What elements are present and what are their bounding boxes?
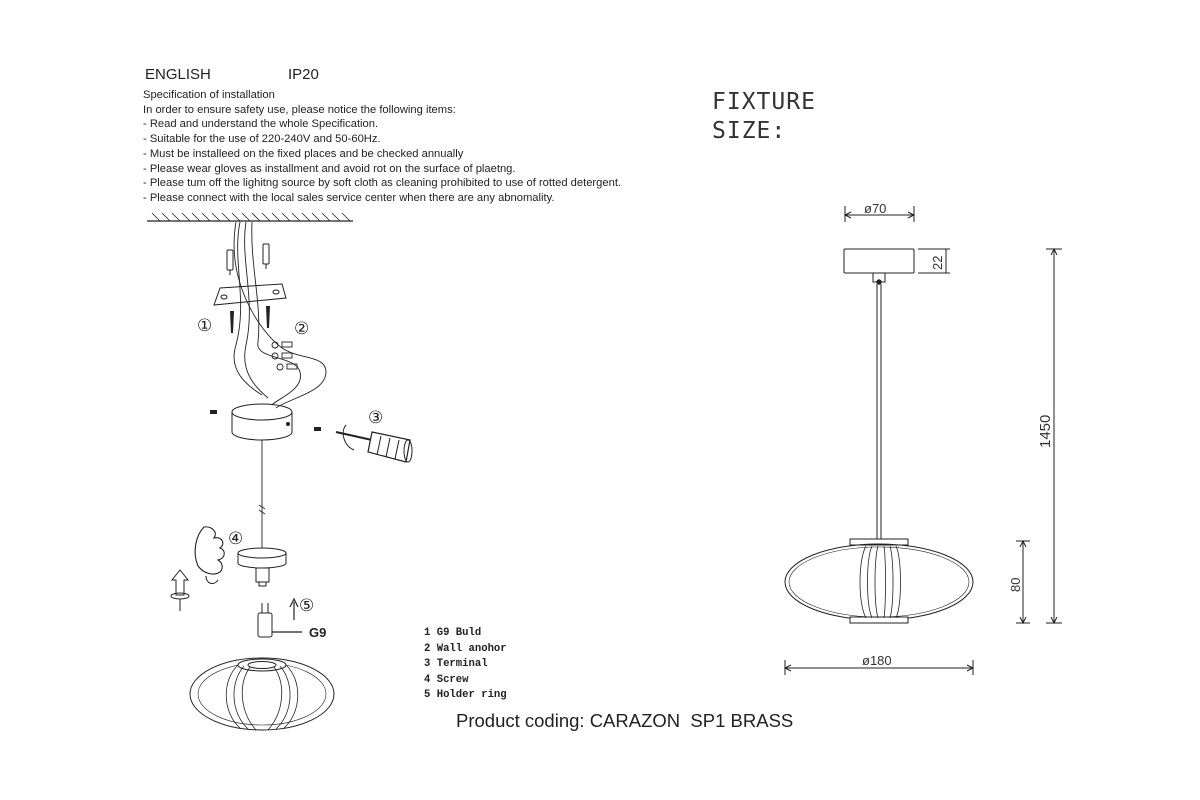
shade-outline [784,538,974,624]
lamp-holder-icon [237,547,287,587]
wall-anchor-icon [226,243,270,275]
total-height-label: 1450 [1037,415,1054,448]
part-item: 2 Wall anohor [424,642,507,655]
product-coding: Product coding: CARAZON SP1 BRASS [456,710,794,731]
ceiling-icon [147,212,353,222]
part-item: 1 G9 Buld [424,627,482,639]
canopy-height-label: 22 [930,256,945,270]
step-5-label: ⑤ [299,596,314,615]
canopy-diameter-label: ø70 [864,201,886,216]
shade-height-label: 80 [1008,578,1023,592]
mounting-bracket-icon [213,283,287,306]
spec-line: - Please connect with the local sales se… [143,191,555,204]
spec-line: - Please wear gloves as installment and … [143,162,516,175]
up-arrow-icon [289,597,299,620]
spec-line: In order to ensure safety use, please no… [143,103,456,116]
canopy-icon [231,403,293,441]
wire-icon [233,221,327,409]
step-1-label: ① [197,316,212,335]
spec-line: - Suitable for the use of 220-240V and 5… [143,133,381,146]
fixture-title-line1: FIXTURE [712,89,816,115]
part-item: 5 Holder ring [424,689,507,702]
installation-diagram: ① ② ③ ④ ⑤ G9 [147,212,413,731]
fixture-title-line2: SIZE: [712,118,787,144]
spec-line: - Must be installeed on the fixed places… [143,147,464,160]
shade-diameter-label: ø180 [862,653,892,668]
hand-icon [194,526,225,585]
part-item: 4 Screw [424,673,469,686]
fixture-size-diagram: ø70 22 1450 80 ø180 [783,201,1062,675]
ip-rating: IP20 [288,66,319,83]
spec-line: - Please tum off the lighitng source by … [143,177,622,190]
step-2-label: ② [294,319,309,338]
side-screw-icon [210,410,321,431]
screw-icon [230,306,270,333]
rotate-arrow-icon [170,569,190,611]
canopy-outline [843,248,915,274]
glass-shade-icon [189,657,335,731]
part-item: 3 Terminal [424,658,488,671]
language-label: ENGLISH [145,66,211,83]
fixture-size-title: FIXTURE SIZE: [712,88,816,146]
step-4-label: ④ [228,529,243,548]
terminal-icon [271,341,298,371]
step-3-label: ③ [368,408,383,427]
g9-bulb-icon [257,603,302,638]
parts-list: 1 G9 Buld 2 Wall anohor 3 Terminal 4 Scr… [424,626,507,704]
bulb-type-label: G9 [309,625,326,640]
spec-line: Specification of installation [143,89,275,101]
screwdriver-icon [335,424,413,463]
spec-list: Specification of installation In order t… [143,88,621,206]
spec-line: - Read and understand the whole Specific… [143,118,379,131]
